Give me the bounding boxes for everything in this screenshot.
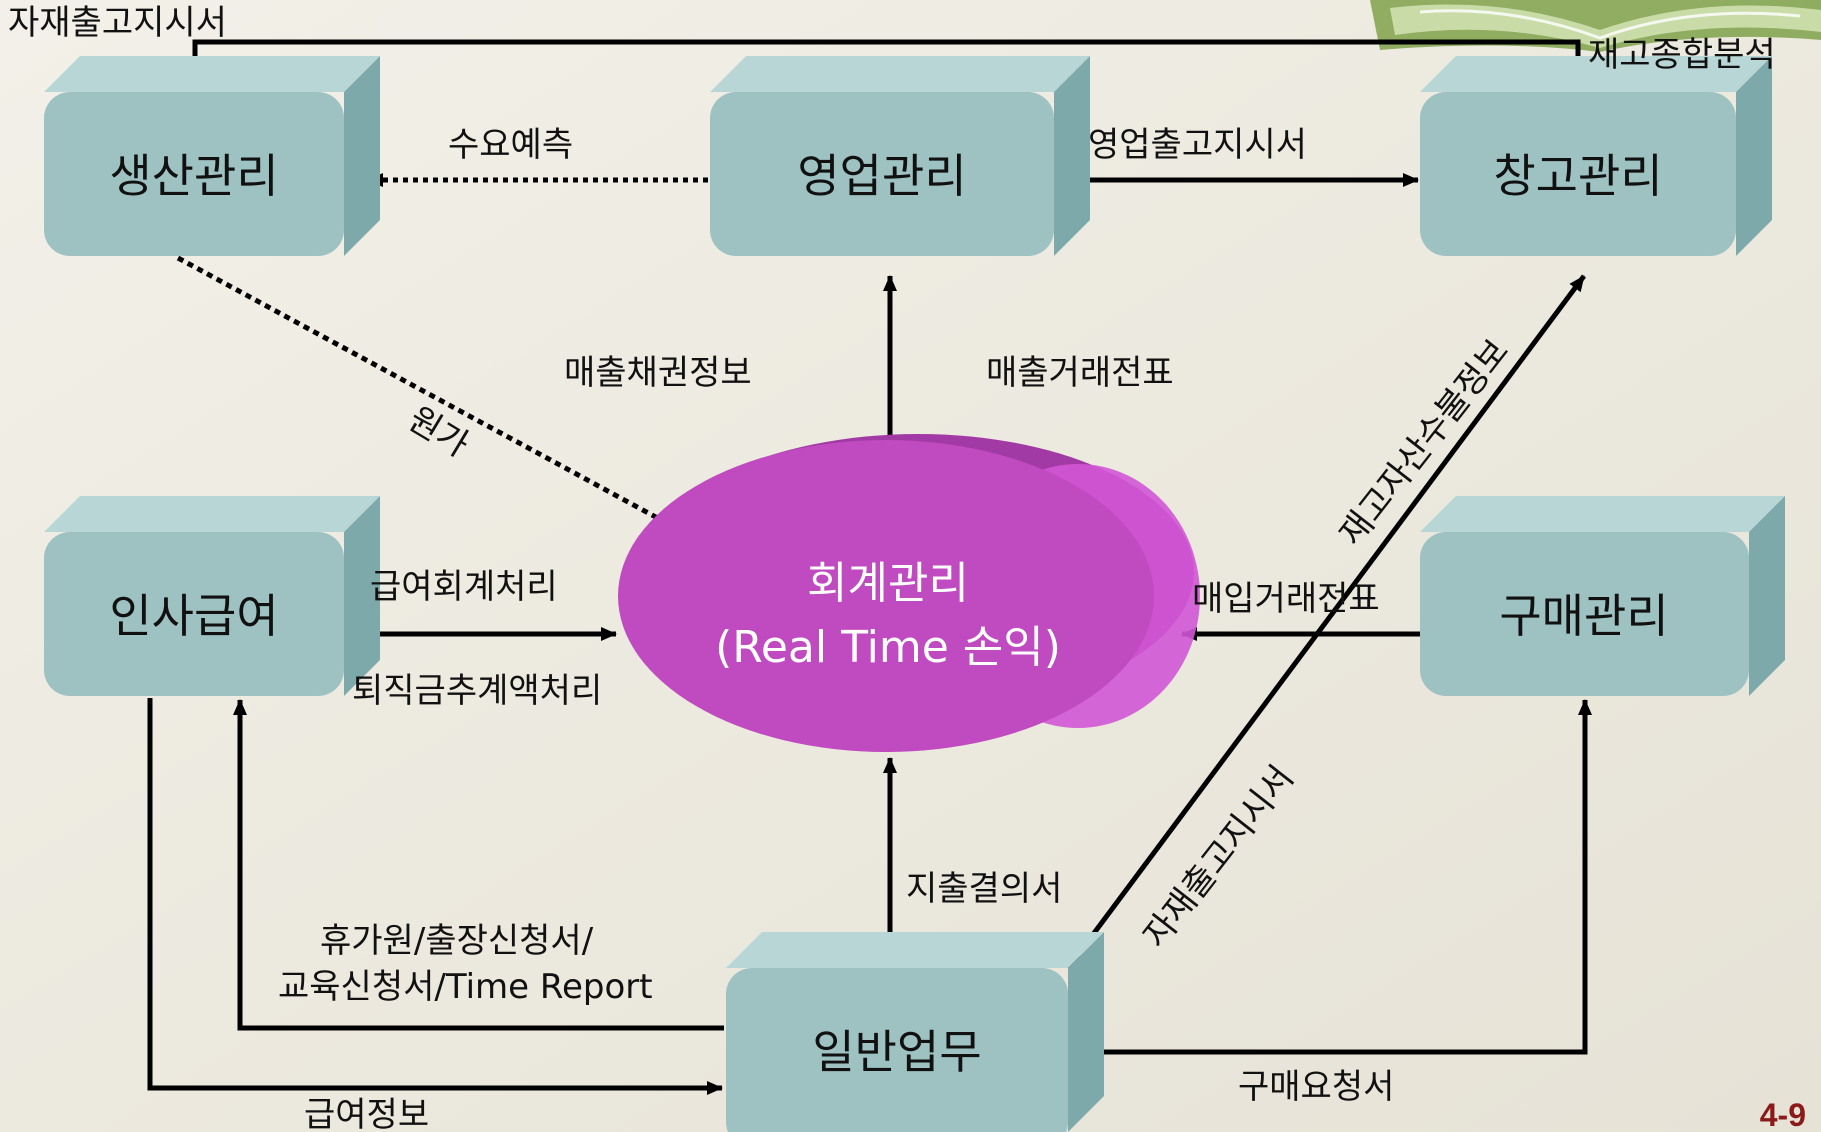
demand-forecast-label: 수요예측 — [448, 125, 573, 165]
purchase-voucher-label: 매입거래전표 — [1192, 579, 1380, 619]
box-hr-payroll — [44, 496, 380, 696]
page-number: 4-9 — [1760, 1097, 1806, 1132]
box-sales — [710, 56, 1090, 256]
payroll-info-label: 급여정보 — [304, 1095, 429, 1132]
leave-request-label-2: 교육신청서/Time Report — [278, 967, 653, 1007]
expense-resolution-label: 지출결의서 — [906, 869, 1062, 909]
box-production — [44, 56, 380, 256]
payroll-accounting-label: 급여회계처리 — [370, 567, 558, 607]
leave-request-label-1: 휴가원/출장신청서/ — [320, 921, 594, 961]
box-general — [726, 932, 1104, 1132]
accounting-subtitle: (Real Time 손익) — [715, 622, 1061, 673]
production-label: 생산관리 — [109, 149, 278, 203]
sales-issue-label: 영업출고지시서 — [1088, 125, 1307, 165]
box-purchasing — [1420, 496, 1785, 696]
accounting-ellipse — [618, 434, 1200, 752]
book-decoration — [1370, 0, 1821, 52]
hr-payroll-label: 인사급여 — [109, 589, 278, 643]
purchase-request-arrow — [1076, 699, 1592, 1055]
inventory-asset-arrow — [1065, 274, 1587, 970]
purchase-request-label: 구매요청서 — [1238, 1067, 1394, 1107]
purchasing-label: 구매관리 — [1499, 589, 1668, 643]
leave-request-arrow — [233, 699, 724, 1031]
material-issue-top-label: 자재출고지시서 — [8, 3, 227, 43]
retirement-accounting-label: 퇴직금추계액처리 — [352, 671, 602, 711]
general-label: 일반업무 — [812, 1025, 981, 1079]
warehouse-label: 창고관리 — [1493, 149, 1662, 203]
sales-voucher-label: 매출거래전표 — [986, 353, 1174, 393]
sales-label: 영업관리 — [797, 149, 966, 203]
accounting-title: 회계관리 — [807, 558, 969, 609]
box-warehouse — [1420, 56, 1772, 256]
inventory-analysis-label: 재고종합분석 — [1588, 35, 1776, 75]
payroll-info-arrow — [147, 698, 723, 1095]
receivables-label: 매출채권정보 — [564, 353, 752, 393]
